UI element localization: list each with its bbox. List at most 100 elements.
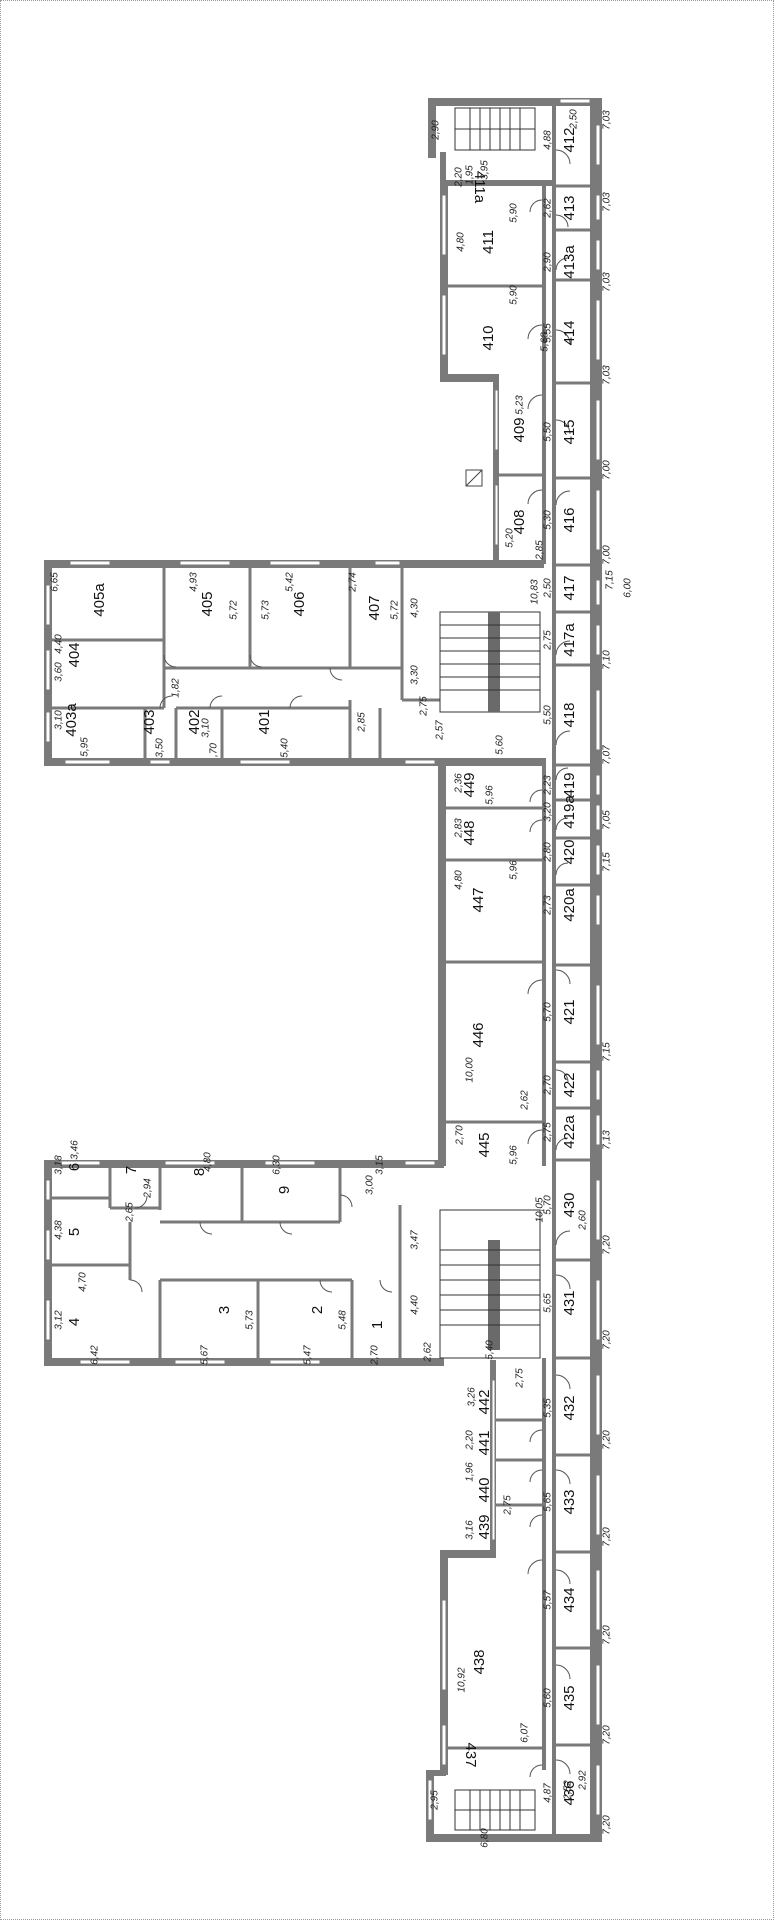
misc-dim-5: 2,75 xyxy=(419,696,430,717)
room-dim-5-1: 4,70 xyxy=(78,1272,89,1292)
room-dim-405-0: 4,93 xyxy=(189,572,200,592)
room-label-401: 401 xyxy=(256,709,273,734)
room-dim-430-1: 5,70 xyxy=(543,1195,554,1215)
room-dim-446-1: 2,62 xyxy=(520,1090,531,1111)
room-dim-411-1: 4,80 xyxy=(456,232,467,252)
room-label-405a: 405a xyxy=(91,583,108,617)
room-dim-2-1: 5,47 xyxy=(303,1345,314,1365)
stair-main-north xyxy=(439,611,541,713)
room-label-449: 449 xyxy=(461,772,478,797)
room-dim-432-1: 5,35 xyxy=(543,1398,554,1418)
room-dim-449-1: 5,96 xyxy=(485,785,496,805)
misc-dim-19: 2,52 xyxy=(563,1780,574,1801)
misc-dim-7: 2,57 xyxy=(435,720,446,741)
room-dim-408-0: 5,20 xyxy=(505,528,516,548)
room-dim-433-1: 5,65 xyxy=(543,1492,554,1512)
room-label-447: 447 xyxy=(470,887,487,912)
room-dim-5-0: 4,38 xyxy=(54,1220,65,1240)
room-label-438: 438 xyxy=(471,1649,488,1674)
room-label-421: 421 xyxy=(561,999,578,1024)
room-dim-6-1: 3,46 xyxy=(70,1140,81,1160)
room-dim-414-1: 5,55 xyxy=(543,323,554,343)
misc-dim-13: 2,62 xyxy=(423,1342,434,1363)
room-dim-412-1: 4,88 xyxy=(543,130,554,150)
room-label-446: 446 xyxy=(470,1022,487,1047)
room-dim-449-0: 2,36 xyxy=(454,773,465,794)
room-dim-414-0: 7,03 xyxy=(602,365,613,385)
room-dim-413a-1: 2,90 xyxy=(543,252,554,273)
room-label-406: 406 xyxy=(291,591,308,616)
room-label-403: 403 xyxy=(141,709,158,734)
misc-dim-9: 3,00 xyxy=(365,1175,376,1195)
misc-dim-11: 3,47 xyxy=(410,1230,421,1250)
misc-dim-20: 6,80 xyxy=(480,1828,491,1848)
misc-dim-1: 2,50 xyxy=(569,109,580,130)
outer-wall-408-409 xyxy=(493,374,499,564)
room-dim-421-1: 5,70 xyxy=(543,1002,554,1022)
room-dim-412-0: 7,03 xyxy=(602,110,613,130)
room-label-8: 8 xyxy=(191,1168,208,1176)
room-dim-7-0: 2,94 xyxy=(143,1178,154,1199)
room-dim-407-0: 2,74 xyxy=(348,572,359,593)
misc-dim-4: 3,30 xyxy=(410,665,421,685)
room-dim-440-1: 2,75 xyxy=(503,1495,514,1516)
room-label-442: 442 xyxy=(476,1389,493,1414)
room-dim-408-1: 2,85 xyxy=(535,540,546,561)
room-dim-411a-0: 3,95 xyxy=(480,160,491,180)
room-label-422: 422 xyxy=(561,1072,578,1097)
room-dim-411a-2: 2,20 xyxy=(454,167,465,188)
room-dim-417-0: 6,00 xyxy=(623,578,634,598)
room-dim-405-1: 5,72 xyxy=(229,600,240,620)
room-dim-442-1: 3,26 xyxy=(467,1387,478,1407)
room-dim-436-0: 7,20 xyxy=(602,1815,613,1835)
room-label-439: 439 xyxy=(476,1514,493,1539)
stair-top-wall xyxy=(428,98,436,158)
room-label-410: 410 xyxy=(480,325,497,350)
room-label-448: 448 xyxy=(461,820,478,845)
windows xyxy=(45,98,601,1821)
outer-wall-bottom-south-wing xyxy=(44,1358,444,1366)
room-label-437: 437 xyxy=(462,1742,479,1767)
room-label-413: 413 xyxy=(561,195,578,220)
room-dim-422a-1: 2,75 xyxy=(543,1122,554,1143)
wall-411a-bottom xyxy=(440,180,552,186)
room-dim-432-0: 7,20 xyxy=(602,1430,613,1450)
room-label-405: 405 xyxy=(199,591,216,616)
room-label-436: 436 xyxy=(561,1780,578,1805)
outer-wall-bottom xyxy=(426,1834,602,1842)
room-dim-420-1: 2,80 xyxy=(543,842,554,863)
room-label-412: 412 xyxy=(561,127,578,152)
room-dim-419a-1: 3,20 xyxy=(543,802,554,822)
room-dim-435-1: 5,60 xyxy=(543,1688,554,1708)
room-dim-415-1: 5,50 xyxy=(543,422,554,442)
room-dim-447-1: 5,96 xyxy=(509,860,520,880)
wall-411a xyxy=(440,152,446,182)
room-dim-8-0: 4,80 xyxy=(203,1152,214,1172)
room-label-1: 1 xyxy=(369,1321,386,1329)
room-dim-440-0: 1,96 xyxy=(465,1462,476,1482)
misc-dim-3: 4,30 xyxy=(410,598,421,618)
room-label-409: 409 xyxy=(511,417,528,442)
room-dim-410-0: 5,90 xyxy=(509,285,520,305)
room-dim-446-0: 10,00 xyxy=(465,1057,476,1082)
room-label-441: 441 xyxy=(476,1430,493,1455)
room-label-2: 2 xyxy=(309,1306,326,1314)
corridor-wall-east xyxy=(552,106,556,1836)
room-label-404: 404 xyxy=(66,642,83,667)
room-labels: 412413413a414415416417417a418419419a4204… xyxy=(63,127,578,1805)
room-dim-435-0: 7,20 xyxy=(602,1725,613,1745)
misc-dim-10: 3,15 xyxy=(375,1155,386,1175)
room-label-403a: 403a xyxy=(63,703,80,737)
room-dim-417-1: 7,15 xyxy=(605,570,616,590)
room-label-419a: 419a xyxy=(561,795,578,829)
room-dim-431-1: 5,65 xyxy=(543,1293,554,1313)
room-dim-420-0: 7,15 xyxy=(602,852,613,872)
doors xyxy=(129,149,571,1778)
misc-dim-12: 4,40 xyxy=(410,1295,421,1315)
room-label-430: 430 xyxy=(561,1192,578,1217)
room-dim-418-0: 7,07 xyxy=(602,745,613,765)
wall-437 xyxy=(426,1770,446,1776)
outer-wall-410-411 xyxy=(440,180,448,378)
room-dim-407-1: 5,72 xyxy=(390,600,401,620)
